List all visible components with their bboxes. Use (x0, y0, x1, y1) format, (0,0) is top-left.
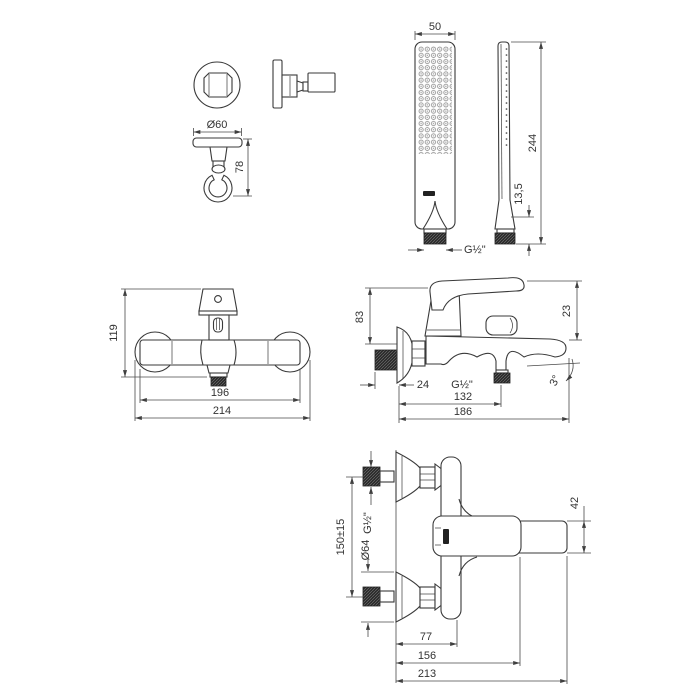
holder-ball-joint (211, 164, 226, 174)
handset-thread-connector (423, 232, 447, 245)
bracket-holder-block (307, 72, 336, 93)
dim-front-height: 119 (108, 324, 120, 342)
dim-front-total-width: 214 (213, 405, 231, 417)
dim-handset-width: 50 (429, 21, 441, 33)
top-inlet-hex (419, 466, 436, 489)
bracket-wall-plate (272, 59, 283, 109)
handset-front-view: 50 G½" (408, 21, 486, 256)
bottom-inlet-thread (362, 586, 381, 607)
dim-top-inlet-centers: 150±15 (335, 519, 347, 556)
dim-front-body-width: 196 (211, 387, 229, 399)
bottom-inlet-hex (419, 586, 436, 609)
brand-logo-mark-top (443, 529, 449, 544)
spout-outlet-thread-front (210, 376, 227, 387)
dim-top-spout-width: 42 (569, 497, 581, 509)
bracket-body (281, 74, 298, 98)
shower-holder-view: Ø60 78 (192, 119, 252, 203)
wall-flange-side (396, 326, 414, 384)
cartridge-housing-front (208, 314, 230, 341)
holder-hook (203, 174, 233, 203)
handle-top-view (432, 515, 522, 557)
dim-holder-height: 78 (234, 161, 246, 173)
dim-handset-length: 244 (527, 134, 539, 152)
dim-top-handle-reach: 156 (418, 650, 436, 662)
mixer-side-view: 83 23 24 G½" 132 186 3° (354, 277, 582, 423)
dim-top-flange-diameter: Ø64 (360, 540, 372, 561)
lever-handle-side (429, 277, 525, 311)
dim-handset-thread: G½" (464, 244, 486, 256)
wall-union-thread (374, 349, 398, 371)
top-inlet-flange (395, 451, 421, 503)
dim-side-outlet-thread: G½" (451, 379, 473, 391)
brand-logo-mark (423, 191, 435, 196)
dim-side-outlet-reach: 132 (454, 391, 472, 403)
handle-hub-side (485, 315, 518, 336)
lever-slot (212, 317, 224, 333)
handle-front (198, 288, 238, 312)
spray-face-nozzles (418, 46, 452, 154)
dim-holder-diameter: Ø60 (207, 119, 228, 131)
handle-indicator-hole (214, 295, 222, 303)
holder-flange (192, 137, 243, 148)
dim-top-body-reach: 77 (420, 631, 432, 643)
mixer-center-body (200, 339, 237, 366)
handset-side-thread (494, 232, 516, 245)
dim-top-total-reach: 213 (418, 668, 436, 680)
bracket-neck (296, 80, 304, 93)
top-inlet-thread (362, 466, 381, 487)
dim-side-angle: 3° (548, 373, 563, 388)
wall-bracket-side-view (272, 59, 336, 109)
handset-side-view: 244 13,5 (494, 41, 546, 256)
dim-side-wall-offset: 24 (417, 379, 429, 391)
handset-collar (423, 228, 447, 234)
dim-top-inlet-thread: G½" (362, 512, 374, 534)
dim-handset-tip: 13,5 (513, 183, 525, 204)
shower-outlet-thread (493, 372, 511, 384)
handset-side-profile (494, 41, 516, 230)
bottom-inlet-flange (395, 571, 421, 623)
holder-stem (209, 146, 228, 162)
mixer-top-view: 150±15 G½" Ø64 42 77 156 213 (335, 450, 591, 684)
spout-body-side (425, 335, 567, 373)
mixer-front-view: 119 196 214 (108, 288, 311, 421)
union-hex-nut (411, 340, 426, 367)
dim-side-total-reach: 186 (454, 406, 472, 418)
bracket-hex-nut (203, 72, 233, 98)
wall-bracket-front-view (193, 61, 241, 109)
dim-side-height: 83 (354, 311, 366, 323)
dim-side-tip-drop: 23 (561, 305, 573, 317)
